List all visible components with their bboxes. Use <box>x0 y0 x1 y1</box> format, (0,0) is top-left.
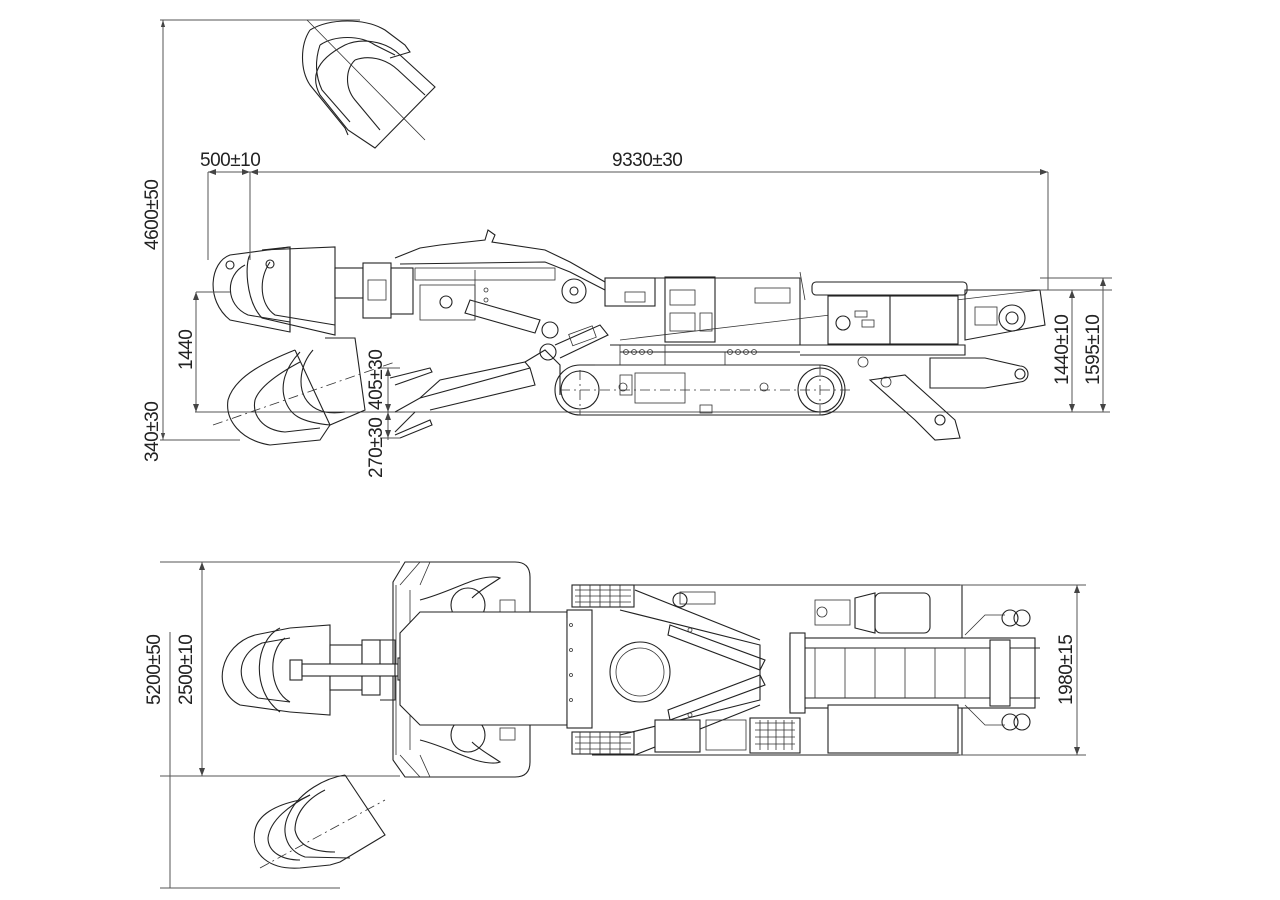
track-pads <box>571 584 635 755</box>
cutting-head-raised <box>301 19 436 149</box>
dim-shovel-drop: 270±30 <box>366 418 387 478</box>
side-view: 500±10 9330±30 4600±50 1440 340±30 405±3… <box>142 19 1112 478</box>
dim-overall-height: 1595±10 <box>1083 315 1104 385</box>
cutting-boom <box>394 229 606 339</box>
cutting-head-lowered <box>212 337 396 446</box>
top-view: 5200±50 2500±10 1980±15 <box>144 561 1086 889</box>
star-wheel-lower <box>419 739 502 764</box>
cutting-head-swung <box>253 774 386 869</box>
loading-shovel <box>389 324 609 439</box>
turret-top <box>592 584 963 756</box>
bolt-row <box>623 349 757 355</box>
cutting-head-top <box>221 624 421 716</box>
cutting-head-horizontal <box>212 246 414 336</box>
hydraulic-pump-motor <box>672 591 931 634</box>
dim-max-cutting-height: 4600±50 <box>142 180 163 250</box>
conveyor-front <box>399 609 593 729</box>
dim-machine-length: 9330±30 <box>612 150 682 171</box>
conveyor-tail <box>964 289 1046 341</box>
cooler-grid <box>755 720 795 750</box>
crawler-track <box>554 364 850 418</box>
dim-shovel-width: 2500±10 <box>176 635 197 705</box>
conveyor-chain <box>789 632 1040 714</box>
side-view-dimensions <box>160 20 1112 440</box>
star-wheel-upper <box>419 576 502 601</box>
dim-max-cutting-width: 5200±50 <box>144 635 165 705</box>
dim-body-height: 1440±10 <box>1052 315 1073 385</box>
oil-tank <box>654 704 959 754</box>
top-view-dimensions <box>169 562 1086 888</box>
dim-head-height: 1440 <box>176 330 197 370</box>
dim-cutting-head-offset: 500±10 <box>200 150 260 171</box>
electrical-cabinet <box>800 281 968 388</box>
dim-undercut-depth: 340±30 <box>142 402 163 462</box>
dim-shovel-lift: 405±30 <box>366 350 387 410</box>
rear-stabiliser <box>868 357 1029 441</box>
machine-body <box>604 271 1041 365</box>
tail-sprockets <box>964 609 1031 731</box>
dim-track-width: 1980±15 <box>1056 635 1077 705</box>
